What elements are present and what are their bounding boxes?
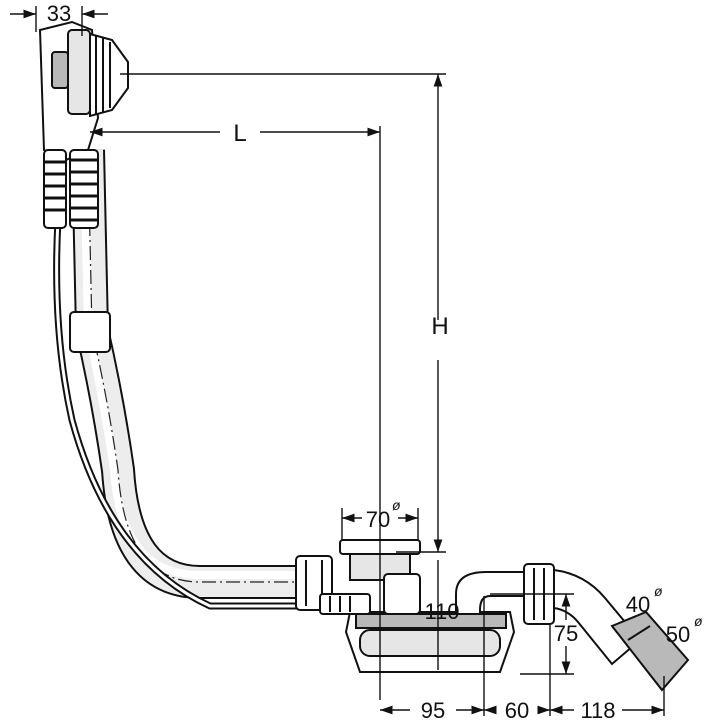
dim-height-label: H <box>431 313 448 340</box>
dim-length-label: L <box>233 120 246 147</box>
diameter-symbol-inner: ø <box>654 583 663 599</box>
dim-spacing-1: 95 <box>421 698 445 720</box>
dim-outlet-height: 75 <box>554 621 578 646</box>
outlet-pipe <box>553 568 690 692</box>
diameter-symbol-outer: ø <box>694 613 703 629</box>
dim-spacing-3: 118 <box>580 698 615 720</box>
overflow-pipe <box>71 149 300 599</box>
dim-overflow-width: 33 <box>47 1 71 26</box>
dim-spacing-2: 60 <box>505 698 529 720</box>
dim-outlet-diameter-outer: 50 <box>666 622 690 647</box>
bowden-cable <box>53 219 318 610</box>
dim-trap-height: 110 <box>424 599 459 624</box>
pipe-sleeve <box>69 311 111 353</box>
ribbed-connector <box>43 149 99 229</box>
dim-drain-diameter: 70 <box>366 507 390 532</box>
drain-trap <box>295 539 555 673</box>
dimension-lines <box>10 6 665 716</box>
dim-outlet-diameter-inner: 40 <box>626 592 650 617</box>
overflow-head <box>38 20 129 162</box>
diameter-symbol-drain: ø <box>392 497 401 513</box>
